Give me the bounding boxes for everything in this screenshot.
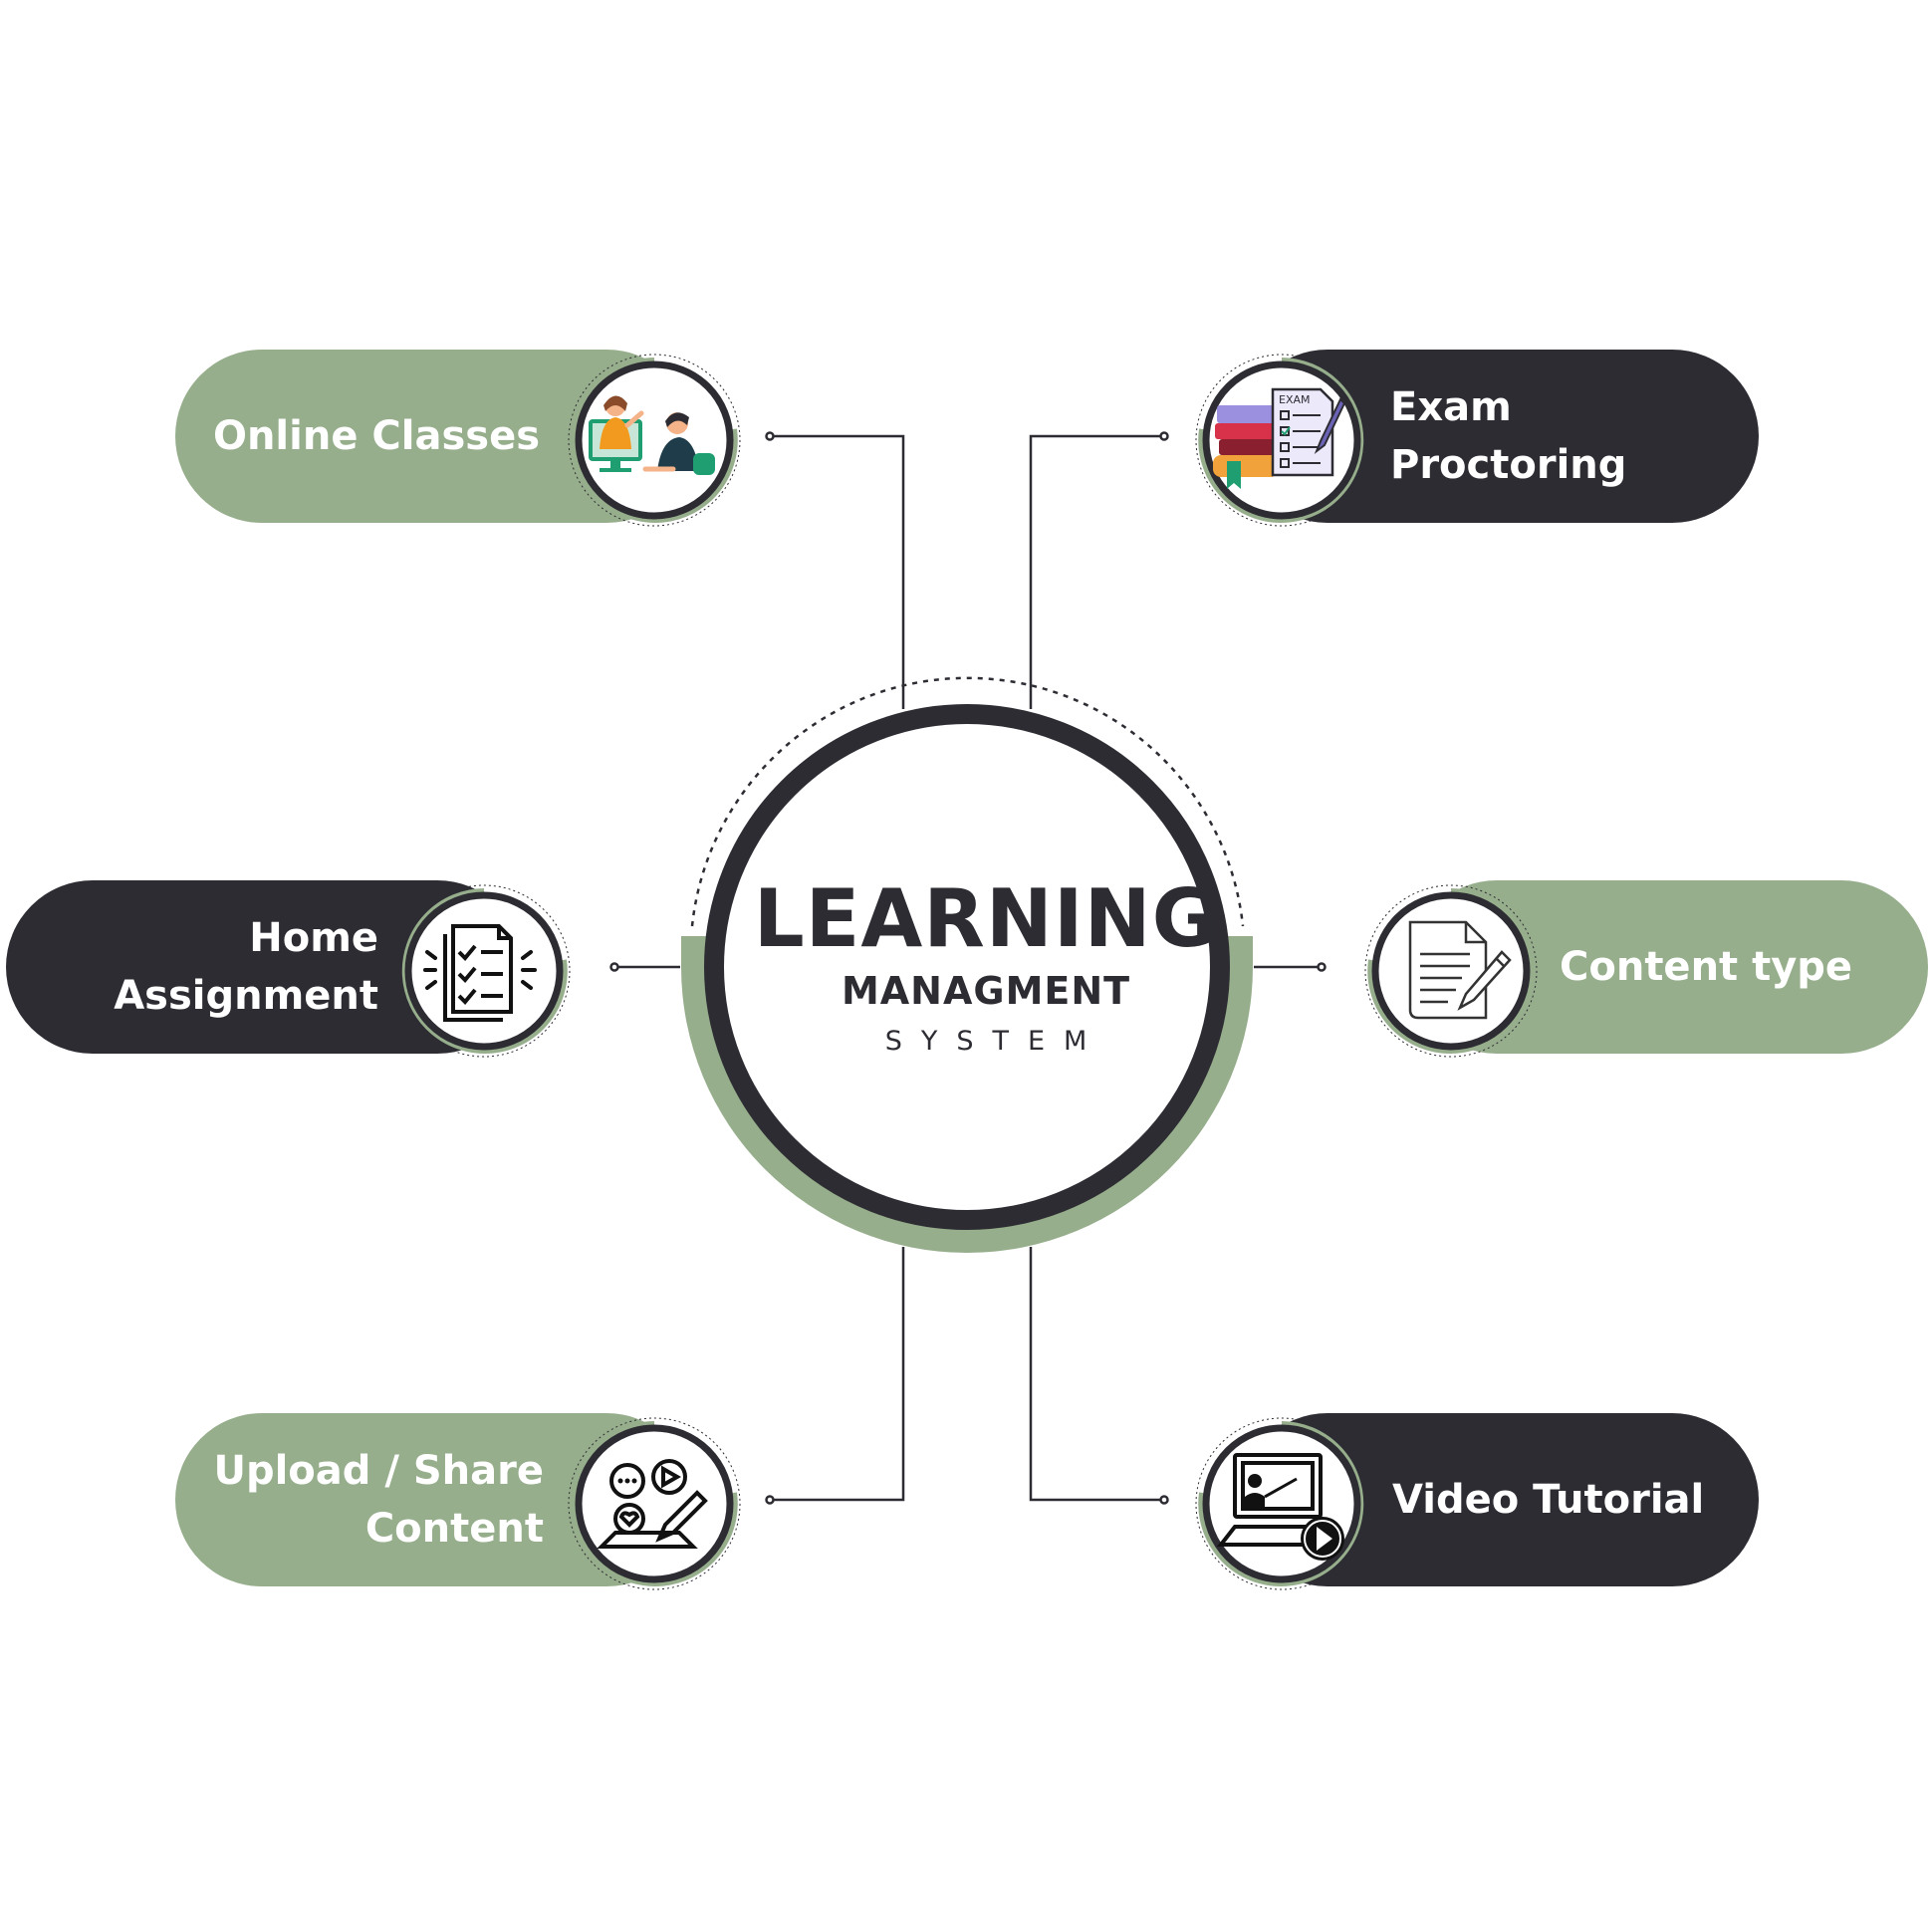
feature-upload-share-content-label: Upload / Share Content (213, 1442, 544, 1558)
label-line: Content (364, 1506, 544, 1552)
video-conference-icon (566, 352, 743, 529)
feature-content-type-label: Content type (1560, 938, 1852, 996)
connector-endpoints (609, 431, 1327, 1505)
label-line: Proctoring (1390, 442, 1627, 488)
label-line: Home (249, 915, 378, 961)
feature-video-tutorial-label: Video Tutorial (1392, 1471, 1704, 1529)
center-circle (704, 704, 1230, 1230)
document-edit-icon (1362, 882, 1540, 1060)
label-line: Online Classes (212, 413, 540, 459)
connector-exam-proctoring (1029, 434, 1164, 709)
connector-video-tutorial (1029, 1247, 1164, 1502)
label-line: Content type (1560, 944, 1853, 990)
endpoint-video-tutorial (1159, 1495, 1169, 1505)
video-presentation-icon (1193, 1415, 1370, 1592)
connector-lines (614, 434, 1322, 1502)
label-line: Upload / Share (213, 1448, 544, 1494)
center-subtitle: MANAGMENT (841, 969, 1131, 1013)
center-tagline: SYSTEM (884, 1026, 1106, 1057)
checklist-icon (395, 882, 573, 1060)
feature-home-assignment-label: Home Assignment (114, 909, 378, 1025)
endpoint-online-classes (765, 431, 775, 441)
exam-paper-icon: EXAM (1193, 352, 1370, 529)
label-line: Assignment (114, 973, 378, 1019)
svg-text:EXAM: EXAM (1279, 393, 1311, 406)
label-line: Exam (1390, 384, 1512, 430)
endpoint-content-type (1317, 962, 1327, 972)
endpoint-upload-share (765, 1495, 775, 1505)
share-media-icon (566, 1415, 743, 1592)
center-title: LEARNING (753, 872, 1219, 965)
label-line: Video Tutorial (1392, 1477, 1705, 1523)
feature-exam-proctoring-label: Exam Proctoring (1390, 378, 1626, 494)
endpoint-exam-proctoring (1159, 431, 1169, 441)
connector-online-classes (770, 434, 905, 709)
feature-online-classes-label: Online Classes (213, 407, 540, 465)
center-dotted-arc (690, 676, 1245, 927)
endpoint-home-assignment (609, 962, 619, 972)
connector-upload-share (770, 1247, 905, 1502)
